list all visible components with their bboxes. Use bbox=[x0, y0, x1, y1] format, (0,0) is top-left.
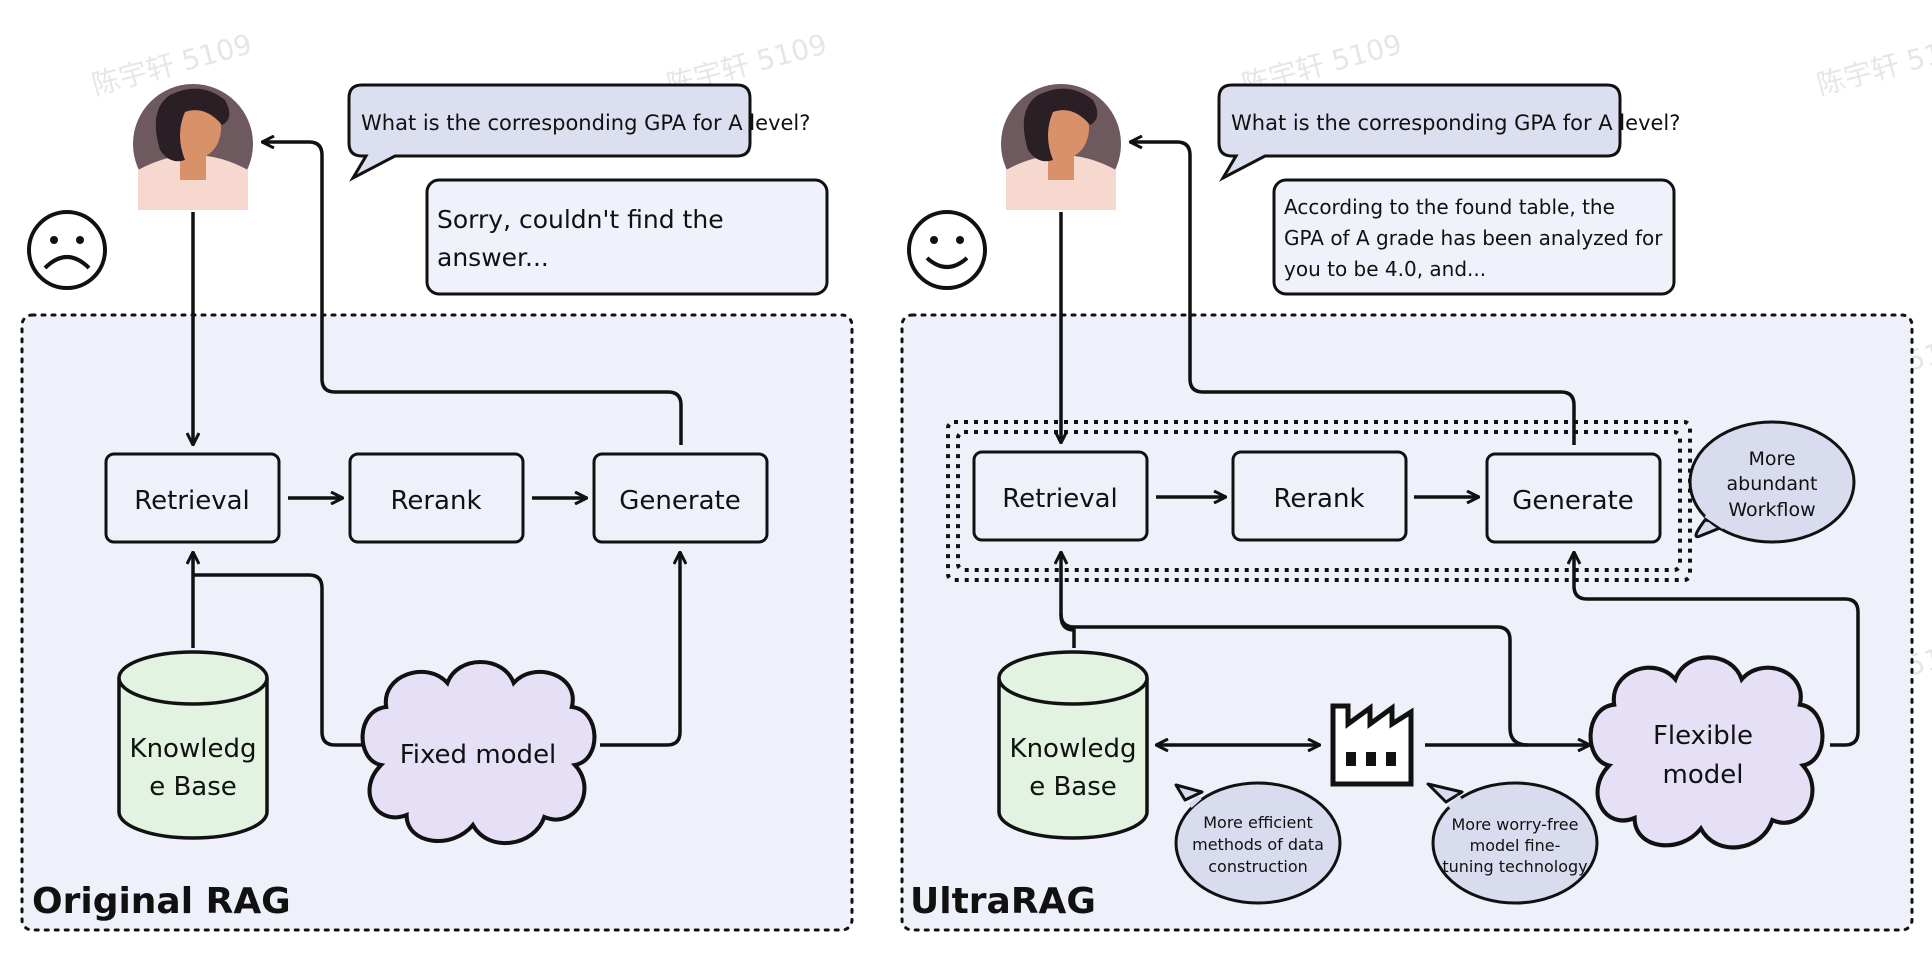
answer-line: you to be 4.0, and... bbox=[1284, 257, 1486, 281]
answer-line: GPA of A grade has been analyzed for bbox=[1284, 226, 1663, 250]
rerank-label: Rerank bbox=[1273, 484, 1364, 514]
data-construction-callout: More efficient methods of data construct… bbox=[1174, 781, 1342, 905]
knowledge-base-label: Knowledg bbox=[130, 734, 257, 764]
model-to-retrieval-arrow bbox=[193, 573, 365, 747]
generate-label: Generate bbox=[1512, 486, 1633, 516]
generate-to-user-arrow bbox=[262, 142, 683, 445]
knowledge-base-label: e Base bbox=[149, 772, 237, 802]
finetune-callout-line: tuning technology bbox=[1442, 857, 1587, 876]
flexible-model-cloud: Flexible model bbox=[1588, 655, 1825, 850]
workflow-callout-line: Workflow bbox=[1728, 499, 1815, 521]
data-callout-line: methods of data bbox=[1192, 835, 1324, 854]
workflow-callout-line: More bbox=[1748, 448, 1795, 470]
knowledge-base-cylinder: Knowledg e Base bbox=[997, 650, 1149, 840]
flexible-model-label: Flexible bbox=[1653, 721, 1753, 751]
knowledge-base-label: e Base bbox=[1029, 772, 1117, 802]
fixed-model-cloud: Fixed model bbox=[360, 660, 597, 846]
answer-line: Sorry, couldn't find the bbox=[437, 205, 724, 234]
rerank-node: Rerank bbox=[348, 452, 525, 544]
answer-line: answer... bbox=[437, 243, 549, 272]
user-avatar-icon bbox=[133, 84, 253, 210]
finetune-callout-line: More worry-free bbox=[1451, 815, 1578, 834]
original-rag-title: Original RAG bbox=[32, 881, 291, 922]
flow-connectors bbox=[1059, 142, 1860, 747]
answer-box: Sorry, couldn't find the answer... bbox=[425, 178, 829, 296]
retrieval-node: Retrieval bbox=[972, 450, 1149, 542]
model-to-generate-arrow bbox=[600, 552, 680, 747]
smiley-face-icon bbox=[907, 210, 987, 290]
finetune-callout: More worry-free model fine- tuning techn… bbox=[1426, 781, 1599, 905]
answer-line: According to the found table, the bbox=[1284, 195, 1615, 219]
data-callout-line: construction bbox=[1208, 857, 1308, 876]
factory-icon bbox=[1330, 703, 1414, 787]
ultrarag-title: UltraRAG bbox=[910, 881, 1096, 922]
user-avatar-icon bbox=[1001, 84, 1121, 210]
data-callout-line: More efficient bbox=[1203, 813, 1313, 832]
watermark: 陈宇轩 5109 bbox=[1813, 27, 1932, 101]
workflow-callout: More abundant Workflow bbox=[1688, 420, 1856, 544]
knowledge-base-label: Knowledg bbox=[1010, 734, 1137, 764]
original-rag-panel: Original RAG What is the corresponding G… bbox=[20, 83, 854, 932]
question-text: What is the corresponding GPA for A leve… bbox=[361, 111, 810, 135]
knowledge-base-cylinder: Knowledg e Base bbox=[117, 650, 269, 840]
generate-node: Generate bbox=[592, 452, 769, 544]
sad-face-icon bbox=[27, 210, 107, 290]
answer-box: According to the found table, the GPA of… bbox=[1272, 178, 1676, 296]
question-text: What is the corresponding GPA for A leve… bbox=[1231, 111, 1680, 135]
model-to-generate-arrow bbox=[1574, 552, 1860, 747]
retrieval-label: Retrieval bbox=[1002, 484, 1118, 514]
question-bubble: What is the corresponding GPA for A leve… bbox=[347, 83, 810, 182]
flow-connectors bbox=[193, 142, 683, 747]
workflow-callout-line: abundant bbox=[1727, 473, 1818, 495]
ultrarag-panel: UltraRAG What is the corresponding GPA f… bbox=[900, 83, 1914, 932]
flexible-model-label: model bbox=[1663, 760, 1744, 790]
fixed-model-label: Fixed model bbox=[400, 740, 557, 770]
generate-to-user-arrow bbox=[1130, 142, 1576, 445]
generate-node: Generate bbox=[1485, 452, 1662, 544]
finetune-callout-line: model fine- bbox=[1470, 836, 1561, 855]
finetune-to-retrieval-arrow bbox=[1059, 613, 1529, 747]
retrieval-label: Retrieval bbox=[134, 486, 250, 516]
workflow-group bbox=[946, 420, 1692, 582]
generate-label: Generate bbox=[619, 486, 740, 516]
question-bubble: What is the corresponding GPA for A leve… bbox=[1217, 83, 1680, 182]
retrieval-node: Retrieval bbox=[104, 452, 281, 544]
rerank-label: Rerank bbox=[390, 486, 481, 516]
rerank-node: Rerank bbox=[1231, 450, 1408, 542]
